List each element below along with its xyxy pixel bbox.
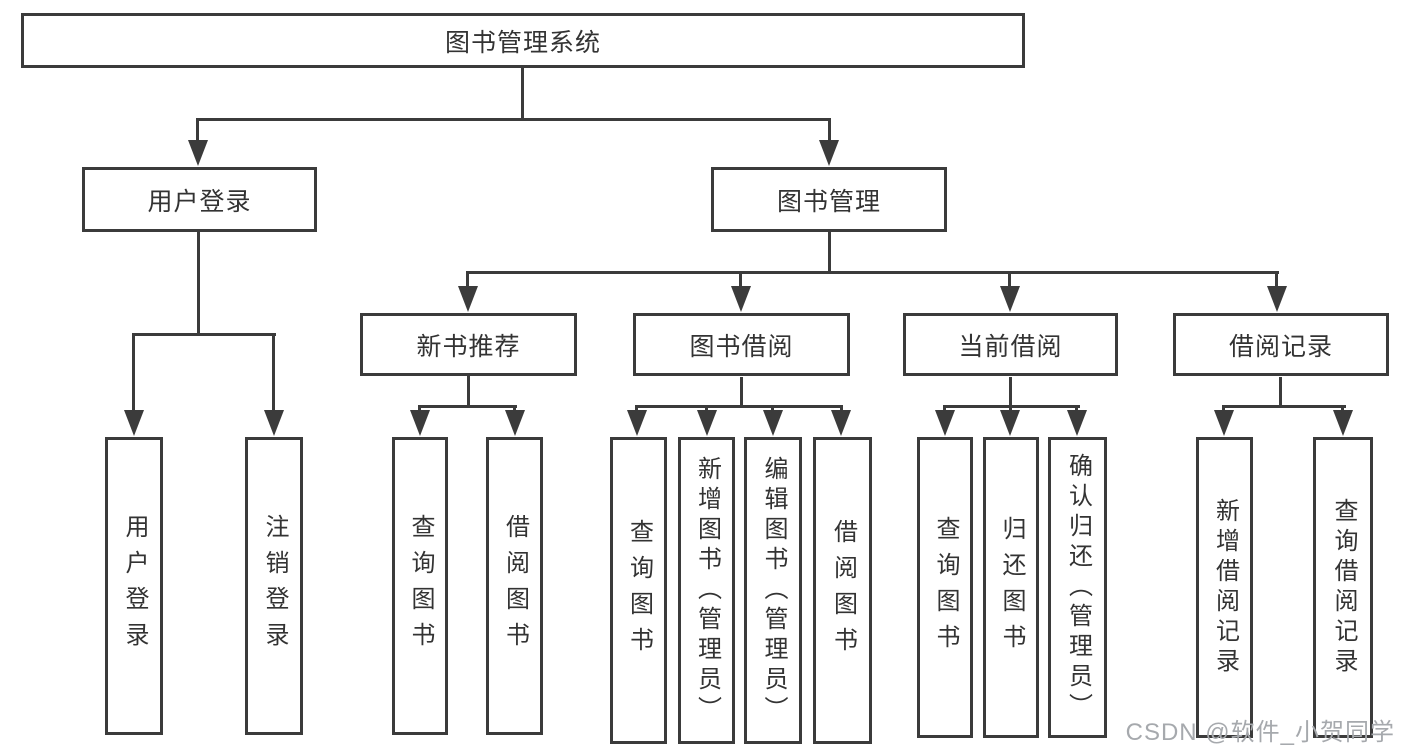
- node-user-login: 用户登录: [82, 167, 317, 232]
- connector-stem-bb-query: [635, 405, 638, 413]
- leaf-bb-borrow-books: 借阅图书: [813, 437, 872, 744]
- connector-stem-bb-borrow: [840, 405, 843, 413]
- connector-stem-bb-add: [705, 405, 708, 413]
- connector-stem-bb-edit: [771, 405, 774, 413]
- leaf-nb-query-books-label: 查询图书: [407, 514, 434, 658]
- arrow-leaf-logout: [264, 410, 284, 436]
- leaf-bb-edit-books: 编辑图书（管理员）: [744, 437, 802, 744]
- arrow-nb-query: [410, 410, 430, 436]
- leaf-user-login: 用户登录: [105, 437, 163, 735]
- arrow-user-login: [188, 140, 208, 166]
- arrow-bb-borrow: [831, 410, 851, 436]
- connector-stem-book-borrow: [739, 271, 742, 289]
- connector-stem-current-borrow: [1008, 271, 1011, 289]
- leaf-bb-add-books: 新增图书（管理员）: [678, 437, 735, 744]
- arrow-current-borrow: [1000, 286, 1020, 312]
- node-root-label: 图书管理系统: [444, 28, 601, 57]
- node-new-books: 新书推荐: [360, 313, 577, 376]
- leaf-bb-add-books-label: 新增图书（管理员）: [693, 455, 721, 726]
- leaf-cb-return-books: 归还图书: [983, 437, 1039, 738]
- arrow-bb-add: [697, 410, 717, 436]
- arrow-book-borrow: [731, 286, 751, 312]
- node-current-borrow: 当前借阅: [903, 313, 1118, 376]
- arrow-book-management: [819, 140, 839, 166]
- leaf-cb-query-books-label: 查询图书: [932, 515, 959, 660]
- connector-stem-nb-query: [418, 405, 421, 413]
- arrow-br-query: [1333, 410, 1353, 436]
- node-current-borrow-label: 当前借阅: [958, 332, 1063, 361]
- leaf-br-add-record-label: 新增借阅记录: [1211, 497, 1239, 678]
- connector-user-vertical: [197, 232, 200, 336]
- arrow-cb-return: [1000, 410, 1020, 436]
- leaf-bb-edit-books-label: 编辑图书（管理员）: [760, 455, 787, 726]
- connector-nb-vertical: [467, 376, 470, 408]
- connector-root-vertical: [521, 68, 524, 120]
- node-new-books-label: 新书推荐: [416, 332, 521, 361]
- arrow-cb-confirm: [1067, 410, 1087, 436]
- arrow-borrow-records: [1267, 286, 1287, 312]
- connector-stem-user-login: [196, 118, 199, 146]
- connector-stem-borrow-records: [1275, 271, 1278, 289]
- leaf-cb-confirm-return: 确认归还（管理员）: [1048, 437, 1107, 738]
- leaf-logout-label: 注销登录: [261, 514, 288, 658]
- arrow-nb-borrow: [505, 410, 525, 436]
- connector-mgmt-vertical: [828, 232, 831, 274]
- node-root: 图书管理系统: [21, 13, 1025, 68]
- connector-stem-br-query: [1341, 405, 1344, 413]
- connector-user-horizontal: [132, 333, 276, 336]
- connector-cb-vertical: [1009, 377, 1012, 408]
- leaf-nb-borrow-books: 借阅图书: [486, 437, 543, 735]
- connector-nb-horizontal: [418, 405, 517, 408]
- connector-stem-cb-query: [943, 405, 946, 413]
- arrow-bb-query: [627, 410, 647, 436]
- connector-root-horizontal: [196, 118, 831, 121]
- arrow-leaf-user-login: [124, 410, 144, 436]
- leaf-br-query-record-label: 查询借阅记录: [1330, 497, 1357, 678]
- connector-br-vertical: [1279, 377, 1282, 408]
- arrow-cb-query: [935, 410, 955, 436]
- arrow-bb-edit: [763, 410, 783, 436]
- leaf-nb-query-books: 查询图书: [392, 437, 448, 735]
- node-borrow-records-label: 借阅记录: [1228, 332, 1333, 361]
- leaf-br-add-record: 新增借阅记录: [1196, 437, 1253, 738]
- connector-stem-cb-confirm: [1075, 405, 1078, 413]
- leaf-logout: 注销登录: [245, 437, 303, 735]
- leaf-nb-borrow-books-label: 借阅图书: [501, 514, 529, 658]
- leaf-br-query-record: 查询借阅记录: [1313, 437, 1373, 738]
- connector-br-horizontal: [1222, 405, 1346, 408]
- arrow-br-add: [1214, 410, 1234, 436]
- leaf-bb-query-books: 查询图书: [610, 437, 667, 744]
- connector-stem-leaf-user-login: [132, 333, 135, 413]
- leaf-cb-return-books-label: 归还图书: [998, 515, 1025, 660]
- connector-stem-new-books: [466, 271, 469, 289]
- leaf-cb-confirm-return-label: 确认归还（管理员）: [1064, 452, 1092, 723]
- leaf-cb-query-books: 查询图书: [917, 437, 973, 738]
- connector-mgmt-horizontal: [466, 271, 1279, 274]
- connector-stem-nb-borrow: [513, 405, 516, 413]
- leaf-bb-borrow-books-label: 借阅图书: [829, 518, 857, 663]
- connector-bb-horizontal: [635, 405, 843, 408]
- connector-stem-book-management: [828, 118, 831, 146]
- node-user-login-label: 用户登录: [147, 187, 252, 216]
- arrow-new-books: [458, 286, 478, 312]
- leaf-user-login-label: 用户登录: [121, 514, 148, 658]
- connector-bb-vertical: [740, 377, 743, 408]
- node-book-management: 图书管理: [711, 167, 947, 232]
- node-borrow-records: 借阅记录: [1173, 313, 1389, 376]
- connector-stem-cb-return: [1009, 405, 1012, 413]
- connector-stem-br-add: [1222, 405, 1225, 413]
- watermark: CSDN @软件_小贺同学: [1125, 719, 1395, 746]
- node-book-borrow-label: 图书借阅: [689, 332, 794, 361]
- node-book-management-label: 图书管理: [776, 187, 881, 216]
- connector-stem-leaf-logout: [272, 333, 275, 413]
- node-book-borrow: 图书借阅: [633, 313, 850, 376]
- leaf-bb-query-books-label: 查询图书: [625, 518, 653, 663]
